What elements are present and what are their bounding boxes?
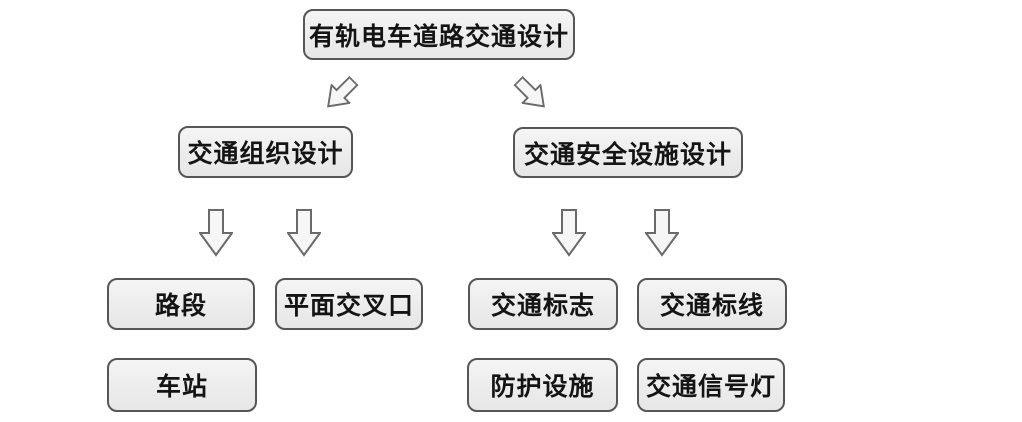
node-branch-traffic-organization: 交通组织设计: [178, 126, 353, 178]
node-leaf-road-section: 路段: [107, 278, 255, 330]
node-leaf-protective-facilities: 防护设施: [467, 358, 618, 412]
node-leaf-traffic-signs: 交通标志: [468, 278, 618, 330]
node-root: 有轨电车道路交通设计: [303, 9, 575, 60]
arrow-down-icon: [286, 209, 322, 257]
arrow-down-icon: [198, 209, 234, 257]
node-leaf-traffic-signal-lights: 交通信号灯: [637, 358, 785, 412]
node-leaf-plane-intersection: 平面交叉口: [275, 278, 423, 330]
arrow-down-icon: [551, 209, 587, 257]
arrow-down-icon: [644, 209, 680, 257]
node-branch-traffic-safety-facilities: 交通安全设施设计: [513, 127, 743, 178]
node-leaf-traffic-markings: 交通标线: [637, 278, 787, 330]
arrow-down-right-icon: [509, 71, 555, 117]
node-leaf-station: 车站: [107, 358, 257, 412]
arrow-down-left-icon: [318, 71, 364, 117]
